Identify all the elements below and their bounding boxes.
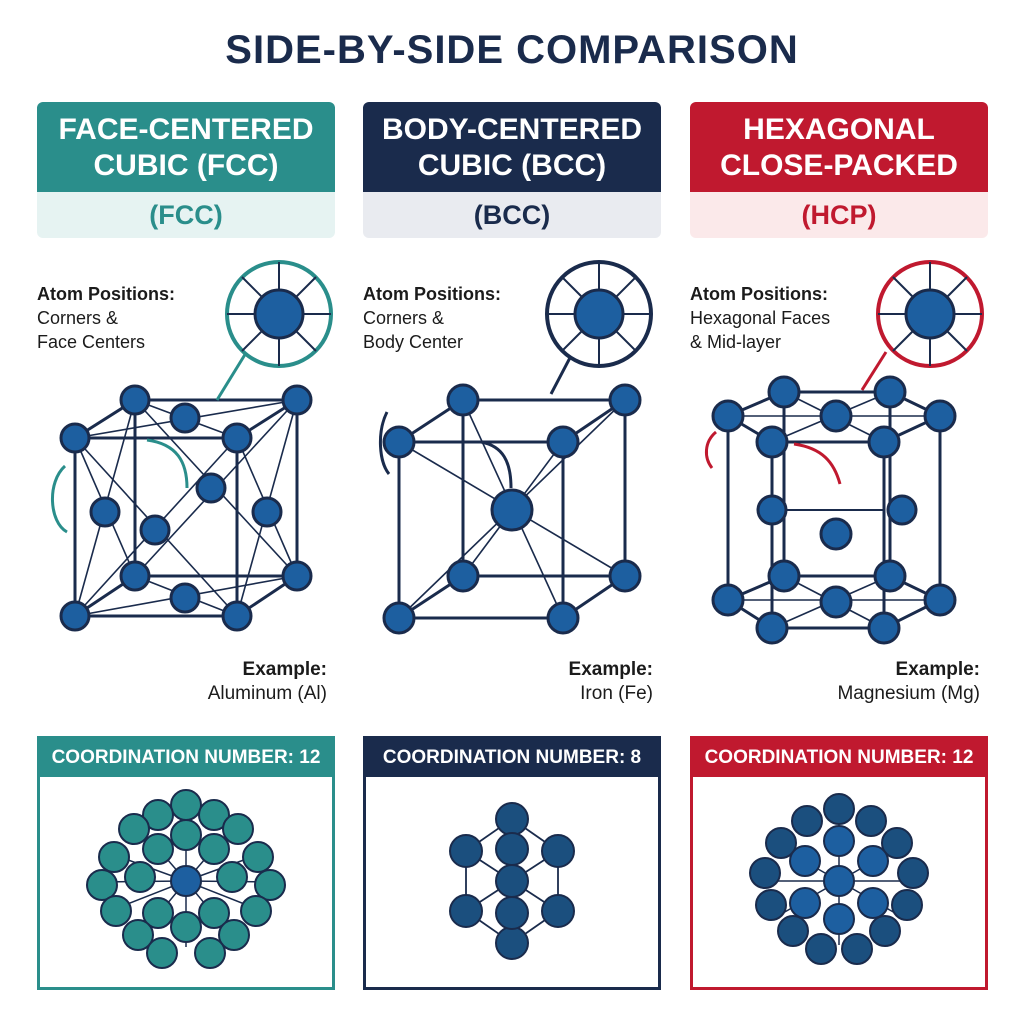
bcc-positions-line1: Corners & (363, 308, 445, 328)
hcp-coordination-title: COORDINATION NUMBER: 12 (693, 739, 985, 777)
fcc-header: FACE-CENTERED CUBIC (FCC) (37, 102, 335, 192)
fcc-coordination-title: COORDINATION NUMBER: 12 (40, 739, 332, 777)
fcc-positions-label: Atom Positions: Corners & Face Centers (37, 282, 175, 354)
fcc-header-line1: FACE-CENTERED (58, 113, 314, 146)
hcp-coordination-box: COORDINATION NUMBER: 12 (690, 736, 988, 990)
hcp-positions-line2: & Mid-layer (690, 332, 782, 352)
hcp-positions-line1: Hexagonal Faces (690, 308, 831, 328)
bcc-coordination-cluster (449, 802, 575, 960)
bcc-coordination-title: COORDINATION NUMBER: 8 (366, 739, 658, 777)
hcp-header-line1: HEXAGONAL (743, 113, 935, 146)
fcc-example-label: Example: (242, 659, 327, 680)
hcp-abbrev: (HCP) (690, 192, 988, 238)
fcc-positions-line2: Face Centers (37, 332, 146, 352)
hcp-header: HEXAGONAL CLOSE-PACKED (690, 102, 988, 192)
fcc-header-line2: CUBIC (FCC) (93, 149, 279, 182)
bcc-positions-label: Atom Positions: Corners & Body Center (363, 282, 501, 354)
bcc-example-value: Iron (Fe) (580, 683, 653, 704)
fcc-example-value: Aluminum (Al) (207, 683, 327, 704)
page-title: SIDE-BY-SIDE COMPARISON (225, 28, 799, 72)
bcc-header-line1: BODY-CENTERED (381, 113, 643, 146)
hcp-example-value: Magnesium (Mg) (837, 683, 980, 704)
fcc-abbrev: (FCC) (37, 192, 335, 238)
hcp-positions-label: Atom Positions: Hexagonal Faces & Mid-la… (690, 282, 830, 354)
bcc-abbrev: (BCC) (363, 192, 661, 238)
fcc-coordination-box: COORDINATION NUMBER: 12 (37, 736, 335, 990)
bcc-example: Example: Iron (Fe) (569, 658, 653, 706)
hcp-unit-cell-diagram (705, 260, 984, 645)
bcc-header-line2: CUBIC (BCC) (417, 149, 607, 182)
fcc-positions-heading: Atom Positions: (37, 284, 175, 304)
hcp-header-line2: CLOSE-PACKED (720, 149, 958, 182)
bcc-unit-cell-diagram (378, 260, 653, 635)
hcp-example: Example: Magnesium (Mg) (837, 658, 980, 706)
bcc-column: BODY-CENTERED CUBIC (BCC) (BCC) (363, 102, 661, 1002)
bcc-header: BODY-CENTERED CUBIC (BCC) (363, 102, 661, 192)
fcc-column: FACE-CENTERED CUBIC (FCC) (FCC) (37, 102, 335, 1002)
bcc-positions-heading: Atom Positions: (363, 284, 501, 304)
bcc-positions-line2: Body Center (363, 332, 464, 352)
fcc-coordination-cluster (86, 789, 286, 969)
hcp-coordination-cluster (749, 793, 929, 965)
bcc-coordination-box: COORDINATION NUMBER: 8 (363, 736, 661, 990)
fcc-positions-line1: Corners & (37, 308, 119, 328)
hcp-column: HEXAGONAL CLOSE-PACKED (HCP) (690, 102, 988, 1002)
bcc-example-label: Example: (568, 659, 653, 680)
hcp-example-label: Example: (895, 659, 980, 680)
hcp-positions-heading: Atom Positions: (690, 284, 828, 304)
fcc-example: Example: Aluminum (Al) (208, 658, 327, 706)
fcc-unit-cell-diagram (51, 260, 333, 632)
